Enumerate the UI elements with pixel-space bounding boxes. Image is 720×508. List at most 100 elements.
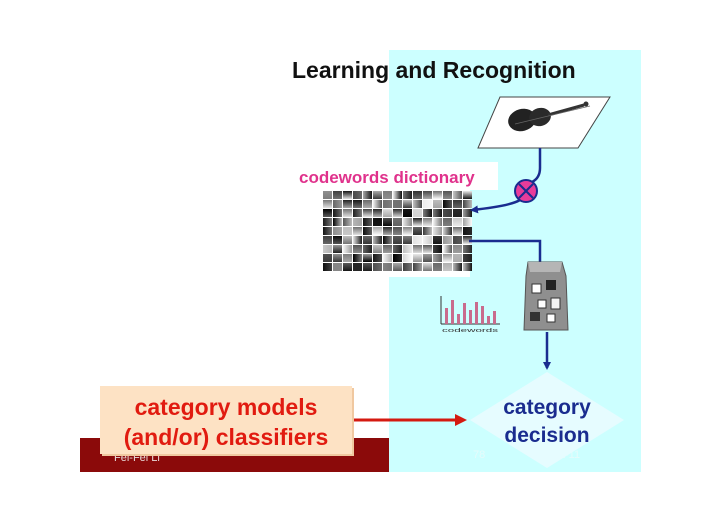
codeword-patch bbox=[363, 245, 372, 253]
codeword-patch bbox=[373, 263, 382, 271]
codeword-patch bbox=[363, 254, 372, 262]
codeword-patch bbox=[423, 227, 432, 235]
paper-bag-icon bbox=[523, 261, 569, 331]
codeword-patch bbox=[333, 263, 342, 271]
codeword-patch bbox=[373, 191, 382, 199]
codeword-patch bbox=[413, 191, 422, 199]
codeword-patch bbox=[433, 263, 442, 271]
codeword-patch bbox=[323, 263, 332, 271]
codeword-patch bbox=[353, 200, 362, 208]
codewords-grid bbox=[322, 190, 472, 277]
dictionary-label: codewords dictionary bbox=[299, 168, 475, 187]
codeword-patch bbox=[443, 254, 452, 262]
codeword-patch bbox=[343, 200, 352, 208]
codeword-patch bbox=[463, 209, 472, 217]
codeword-patch bbox=[363, 227, 372, 235]
codeword-patch bbox=[383, 236, 392, 244]
codeword-patch bbox=[413, 254, 422, 262]
codeword-patch bbox=[343, 236, 352, 244]
codeword-patch bbox=[403, 254, 412, 262]
codeword-patch bbox=[383, 200, 392, 208]
codeword-patch bbox=[403, 227, 412, 235]
codeword-patch bbox=[413, 209, 422, 217]
flow-line-image bbox=[531, 148, 542, 184]
codeword-patch bbox=[433, 191, 442, 199]
codeword-patch bbox=[373, 254, 382, 262]
codeword-patch bbox=[393, 254, 402, 262]
codeword-patch bbox=[453, 236, 462, 244]
bar-histogram-icon bbox=[440, 296, 500, 325]
codeword-patch bbox=[343, 218, 352, 226]
category-models-line2: (and/or) classifiers bbox=[123, 424, 329, 450]
codeword-patch bbox=[403, 200, 412, 208]
codeword-patch bbox=[323, 191, 332, 199]
codeword-patch bbox=[423, 218, 432, 226]
slide-title: Learning and Recognition bbox=[292, 57, 576, 83]
codeword-patch bbox=[463, 245, 472, 253]
codeword-patch bbox=[353, 245, 362, 253]
codeword-patch bbox=[413, 236, 422, 244]
violin-image-icon bbox=[477, 96, 611, 149]
codeword-patch bbox=[373, 227, 382, 235]
codeword-patch bbox=[353, 254, 362, 262]
codeword-patch bbox=[433, 236, 442, 244]
codeword-patch bbox=[403, 245, 412, 253]
circle-cross-icon bbox=[514, 179, 538, 203]
codeword-patch bbox=[323, 209, 332, 217]
codeword-patch bbox=[353, 191, 362, 199]
codeword-patch bbox=[363, 236, 372, 244]
codeword-patch bbox=[393, 263, 402, 271]
codeword-patch bbox=[463, 236, 472, 244]
codeword-patch bbox=[343, 263, 352, 271]
category-models-box bbox=[100, 386, 352, 454]
codeword-patch bbox=[353, 236, 362, 244]
codeword-patch bbox=[343, 254, 352, 262]
codeword-patch bbox=[433, 218, 442, 226]
codeword-patch bbox=[433, 227, 442, 235]
codeword-patch bbox=[323, 227, 332, 235]
codeword-patch bbox=[443, 245, 452, 253]
codeword-patch bbox=[333, 236, 342, 244]
codeword-patch bbox=[463, 227, 472, 235]
codeword-patch bbox=[353, 263, 362, 271]
codeword-patch bbox=[333, 191, 342, 199]
codeword-patch bbox=[423, 209, 432, 217]
codeword-patch bbox=[393, 245, 402, 253]
codeword-patch bbox=[423, 254, 432, 262]
codeword-patch bbox=[383, 209, 392, 217]
codeword-patch bbox=[433, 254, 442, 262]
codeword-patch bbox=[393, 209, 402, 217]
dictionary-label-box bbox=[292, 162, 498, 190]
codeword-patch bbox=[443, 218, 452, 226]
codeword-patch bbox=[453, 191, 462, 199]
codeword-patch bbox=[333, 245, 342, 253]
codeword-patch bbox=[383, 263, 392, 271]
codeword-patch bbox=[383, 245, 392, 253]
codeword-patch bbox=[323, 236, 332, 244]
histogram-caption: codewords bbox=[442, 328, 499, 334]
codeword-patch bbox=[423, 245, 432, 253]
codeword-patch bbox=[343, 209, 352, 217]
codeword-patch bbox=[363, 218, 372, 226]
codeword-patch bbox=[443, 209, 452, 217]
codeword-patch bbox=[393, 200, 402, 208]
codeword-patch bbox=[373, 236, 382, 244]
codeword-patch bbox=[343, 227, 352, 235]
codeword-patch bbox=[453, 245, 462, 253]
codeword-patch bbox=[453, 200, 462, 208]
codeword-patch bbox=[453, 227, 462, 235]
codeword-patch bbox=[423, 191, 432, 199]
codeword-patch bbox=[413, 263, 422, 271]
codeword-patch bbox=[323, 245, 332, 253]
footer-page-number: 78 bbox=[473, 449, 486, 461]
codeword-patch bbox=[443, 263, 452, 271]
codeword-patch bbox=[383, 254, 392, 262]
codeword-patch bbox=[403, 263, 412, 271]
codeword-patch bbox=[453, 209, 462, 217]
codeword-patch bbox=[393, 191, 402, 199]
codeword-patch bbox=[373, 200, 382, 208]
codeword-patch bbox=[383, 218, 392, 226]
codeword-patch bbox=[343, 245, 352, 253]
codeword-patch bbox=[393, 236, 402, 244]
codeword-patch bbox=[353, 218, 362, 226]
